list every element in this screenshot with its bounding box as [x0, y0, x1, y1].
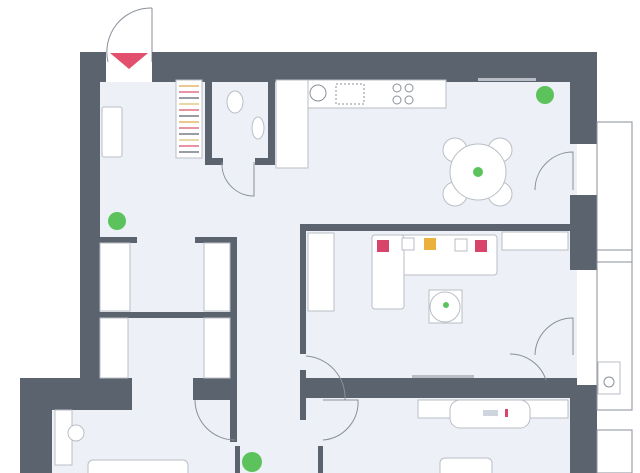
bed: [439, 457, 493, 473]
sofa: [371, 234, 498, 310]
wardrobe: [99, 242, 131, 312]
bookshelf: [307, 232, 335, 312]
bench: [101, 106, 123, 158]
bedroom-door[interactable]: [322, 399, 359, 441]
washing-machine: [597, 361, 621, 395]
bedroom-door[interactable]: [194, 399, 236, 441]
plant-icon: [242, 452, 262, 472]
toilet-icon: [226, 90, 244, 114]
tv: [478, 78, 536, 81]
shelf: [99, 317, 129, 379]
living-room-door[interactable]: [305, 355, 346, 401]
entrance-marker-icon: [110, 53, 148, 69]
shelf: [203, 317, 231, 379]
walls: [20, 52, 597, 473]
windows: [596, 121, 633, 473]
chair: [67, 424, 85, 442]
plant-icon: [536, 86, 554, 104]
balcony-door[interactable]: [534, 151, 574, 191]
kitchen-counter: [275, 79, 447, 169]
sink-icon: [251, 116, 265, 140]
dining-table: [442, 137, 513, 207]
plant-icon: [108, 212, 126, 230]
tv: [412, 375, 474, 378]
bathroom-door[interactable]: [221, 161, 255, 197]
room-door[interactable]: [509, 353, 547, 381]
bed: [87, 459, 189, 473]
stove-icon: [392, 83, 414, 105]
shoe-rack: [175, 79, 203, 159]
shoe-shelf: [203, 242, 231, 312]
shelf-stripes: [179, 85, 199, 153]
balcony-door[interactable]: [534, 317, 574, 356]
storage-boxes: [501, 231, 569, 251]
